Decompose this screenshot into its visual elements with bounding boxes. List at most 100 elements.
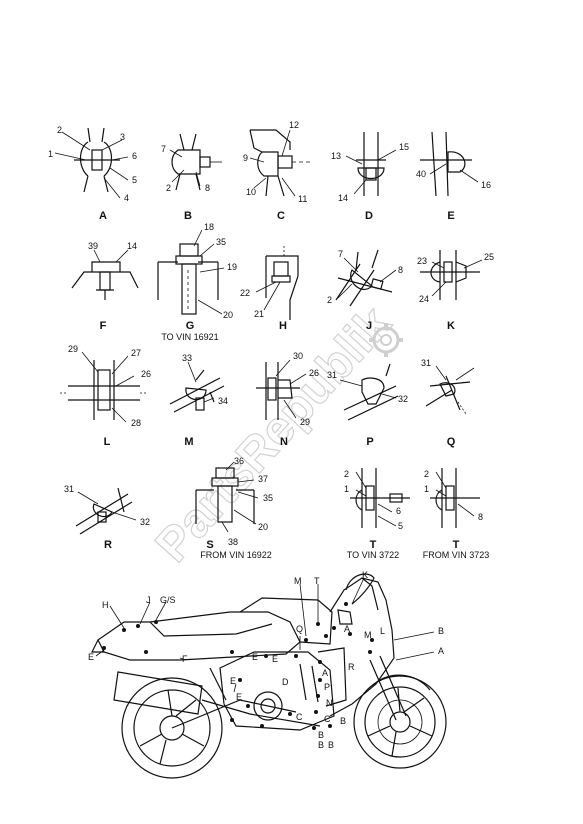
callout-number: 6 (132, 151, 137, 161)
callout-number: 9 (243, 153, 248, 163)
callout-number: 29 (68, 344, 78, 354)
detail-note: TO VIN 16921 (161, 332, 218, 342)
callout-number: 1 (344, 484, 349, 494)
detail-label: L (104, 436, 111, 448)
callout-number: 2 (344, 469, 349, 479)
callout-number: 2 (327, 295, 332, 305)
callout-number: 18 (204, 222, 214, 232)
location-label: C (296, 712, 303, 722)
location-label: E (230, 676, 236, 686)
callout-number: 7 (161, 144, 166, 154)
callout-number: 6 (396, 506, 401, 516)
callout-number: 16 (481, 180, 491, 190)
callout-number: 33 (182, 353, 192, 363)
callout-number: 20 (223, 310, 233, 320)
callout-number: 36 (234, 456, 244, 466)
callout-number: 38 (228, 537, 238, 547)
callout-number: 26 (141, 369, 151, 379)
callout-number: 15 (399, 142, 409, 152)
detail-h: 22 21 H (240, 246, 299, 332)
detail-label: F (100, 320, 107, 332)
callout-number: 27 (131, 348, 141, 358)
location-label: A (322, 668, 328, 678)
detail-label: M (184, 436, 193, 448)
detail-p: 31 32 P (327, 363, 408, 448)
detail-label: P (366, 436, 373, 448)
detail-b: 7 2 8 B (161, 133, 222, 222)
detail-q: 31 Q (421, 358, 475, 448)
detail-f: 39 14 F (71, 241, 139, 332)
detail-label: B (184, 210, 192, 222)
detail-a: 2 1 3 6 5 4 A (48, 125, 137, 222)
location-label: J (146, 595, 151, 605)
callout-number: 39 (88, 241, 98, 251)
detail-note: FROM VIN 3723 (423, 550, 490, 560)
detail-n: 30 26 29 N (256, 351, 319, 448)
callout-number: 37 (258, 474, 268, 484)
callout-number: 20 (258, 522, 268, 532)
callout-number: 32 (140, 517, 150, 527)
callout-number: 22 (240, 288, 250, 298)
detail-j: 7 8 2 J (327, 249, 403, 332)
callout-number: 7 (338, 249, 343, 259)
callout-number: 10 (246, 187, 256, 197)
location-label: Q (296, 624, 303, 634)
location-label: R (348, 662, 355, 672)
callout-number: 26 (309, 368, 319, 378)
detail-m: 33 34 M (169, 353, 228, 448)
location-label: M (364, 630, 372, 640)
callout-number: 23 (417, 256, 427, 266)
callout-number: 30 (293, 351, 303, 361)
callout-number: 8 (478, 512, 483, 522)
callout-number: 11 (298, 194, 307, 204)
callout-number: 13 (331, 151, 341, 161)
detail-label: E (447, 210, 454, 222)
detail-label: G (186, 320, 195, 332)
location-label: B (318, 730, 324, 740)
location-label: E (88, 652, 94, 662)
location-label: C (324, 714, 331, 724)
location-label: B (328, 740, 334, 750)
detail-label: C (277, 210, 285, 222)
callout-number: 19 (227, 262, 237, 272)
callout-number: 5 (398, 521, 403, 531)
callout-number: 1 (48, 149, 53, 159)
callout-number: 28 (131, 418, 141, 428)
callout-number: 29 (300, 417, 310, 427)
callout-number: 8 (205, 183, 210, 193)
callout-number: 2 (424, 469, 429, 479)
callout-number: 35 (216, 237, 226, 247)
detail-l: 29 27 26 28 L (60, 344, 151, 448)
detail-label: J (366, 320, 372, 332)
detail-label: T (453, 539, 460, 551)
location-label: B (438, 626, 444, 636)
location-label: B (340, 716, 346, 726)
detail-label: N (280, 436, 288, 448)
callout-number: 34 (218, 396, 228, 406)
location-label: L (380, 626, 385, 636)
callout-number: 31 (421, 358, 431, 368)
detail-e: 40 16 E (416, 131, 491, 222)
detail-r: 31 32 R (64, 484, 150, 551)
detail-label: S (206, 539, 213, 551)
detail-note: FROM VIN 16922 (200, 550, 272, 560)
location-label: F (182, 654, 188, 664)
detail-s: 36 37 35 20 38 S FROM VIN 16922 (195, 456, 273, 560)
location-label: E (252, 652, 258, 662)
callout-number: 2 (57, 125, 62, 135)
callout-number: 24 (419, 294, 429, 304)
detail-note: TO VIN 3722 (347, 550, 399, 560)
detail-t-early: 2 1 6 5 T TO VIN 3722 (344, 468, 410, 560)
detail-label: A (99, 210, 107, 222)
callout-number: 4 (124, 193, 129, 203)
location-label: N (326, 698, 333, 708)
callout-number: 21 (254, 309, 264, 319)
callout-number: 1 (424, 484, 429, 494)
location-label: A (344, 624, 350, 634)
location-label: A (438, 646, 444, 656)
location-label: E (236, 692, 242, 702)
callout-number: 14 (338, 193, 348, 203)
detail-k: 23 25 24 K (417, 250, 494, 332)
detail-label: T (370, 539, 377, 551)
